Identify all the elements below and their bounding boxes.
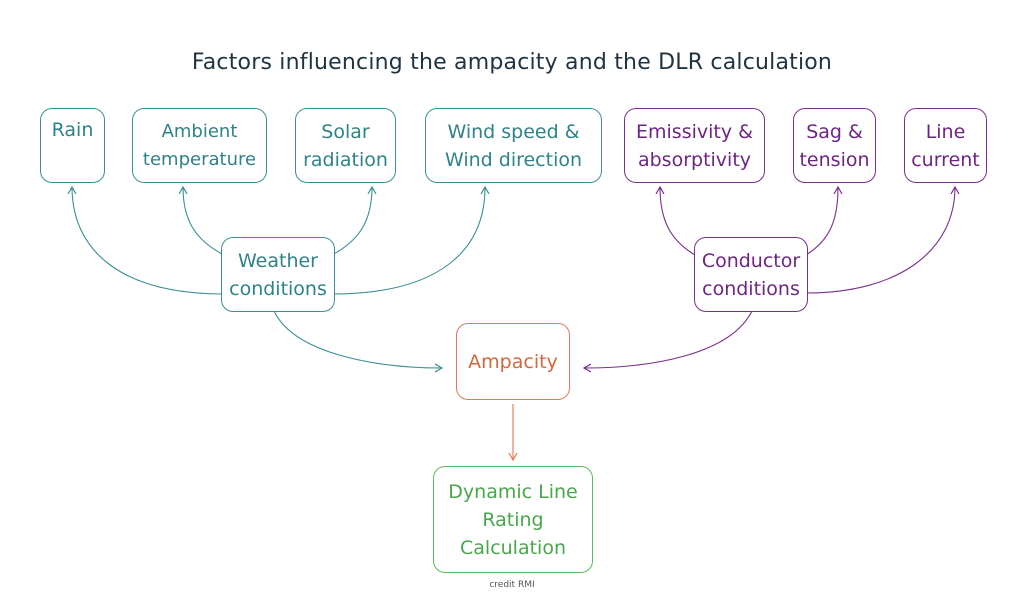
arrow-conductor-to-ampacity [584,310,753,368]
rain-node: Rain [40,108,105,183]
ampacity-node: Ampacity [456,323,570,400]
line-current-node: Line current [904,108,987,183]
conductor-conditions-node: Conductor conditions [694,237,808,312]
dlr-calculation-node: Dynamic Line Rating Calculation [433,466,593,573]
solar-radiation-node: Solar radiation [295,108,396,183]
arrow-conductor-to-emissivity [660,187,696,256]
arrow-weather-to-ambient [183,187,225,256]
emissivity-node: Emissivity & absorptivity [624,108,765,183]
arrow-conductor-to-sag [805,187,838,256]
weather-conditions-node: Weather conditions [221,237,335,312]
arrow-weather-to-rain [72,187,225,295]
diagram-title: Factors influencing the ampacity and the… [191,50,833,75]
wind-node: Wind speed & Wind direction [425,108,602,183]
arrow-conductor-to-current [805,187,955,294]
arrow-weather-to-ampacity [273,310,442,368]
arrow-weather-to-solar [331,187,372,256]
credit-text: credit RMI [489,580,535,590]
arrow-weather-to-wind [331,187,485,295]
sag-tension-node: Sag & tension [793,108,876,183]
ambient-temperature-node: Ambient temperature [132,108,267,183]
